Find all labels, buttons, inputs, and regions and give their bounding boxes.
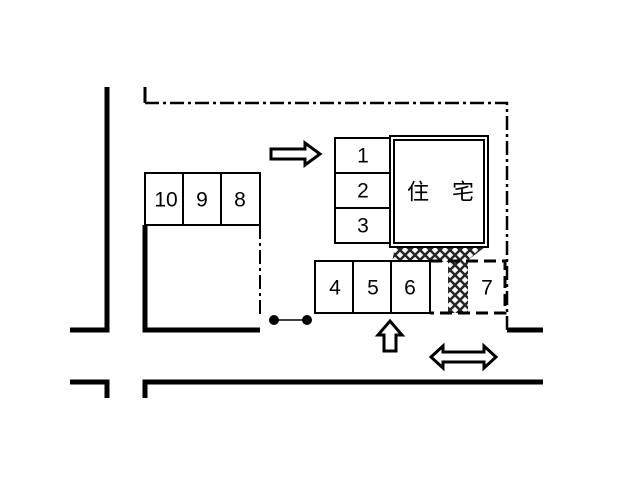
parking-space-1: 1 bbox=[357, 145, 369, 168]
gate-marker bbox=[269, 315, 312, 325]
house bbox=[389, 135, 489, 248]
house-label-1: 住 bbox=[407, 181, 429, 206]
parking-space-7-outline bbox=[430, 259, 507, 315]
house-label-2: 宅 bbox=[452, 181, 474, 206]
parking-row-4-6 bbox=[314, 260, 431, 314]
property-boundary bbox=[143, 87, 509, 330]
parking-space-4: 4 bbox=[329, 277, 341, 300]
entrance-arrow-up-icon bbox=[374, 318, 406, 353]
road-edges bbox=[70, 87, 543, 398]
left-lot bbox=[142, 225, 261, 333]
hatched-walkway bbox=[392, 247, 485, 313]
parking-row-top-left bbox=[144, 172, 261, 226]
parking-space-2: 2 bbox=[357, 180, 369, 203]
parking-space-7: 7 bbox=[481, 277, 493, 300]
parking-space-6: 6 bbox=[404, 277, 416, 300]
parking-space-8: 8 bbox=[234, 189, 246, 212]
parking-space-10: 10 bbox=[154, 189, 177, 212]
parking-space-3: 3 bbox=[357, 215, 369, 238]
two-way-traffic-arrow-icon bbox=[428, 342, 499, 372]
parking-space-5: 5 bbox=[367, 277, 379, 300]
parking-space-9: 9 bbox=[196, 189, 208, 212]
entrance-arrow-right-icon bbox=[269, 140, 323, 168]
